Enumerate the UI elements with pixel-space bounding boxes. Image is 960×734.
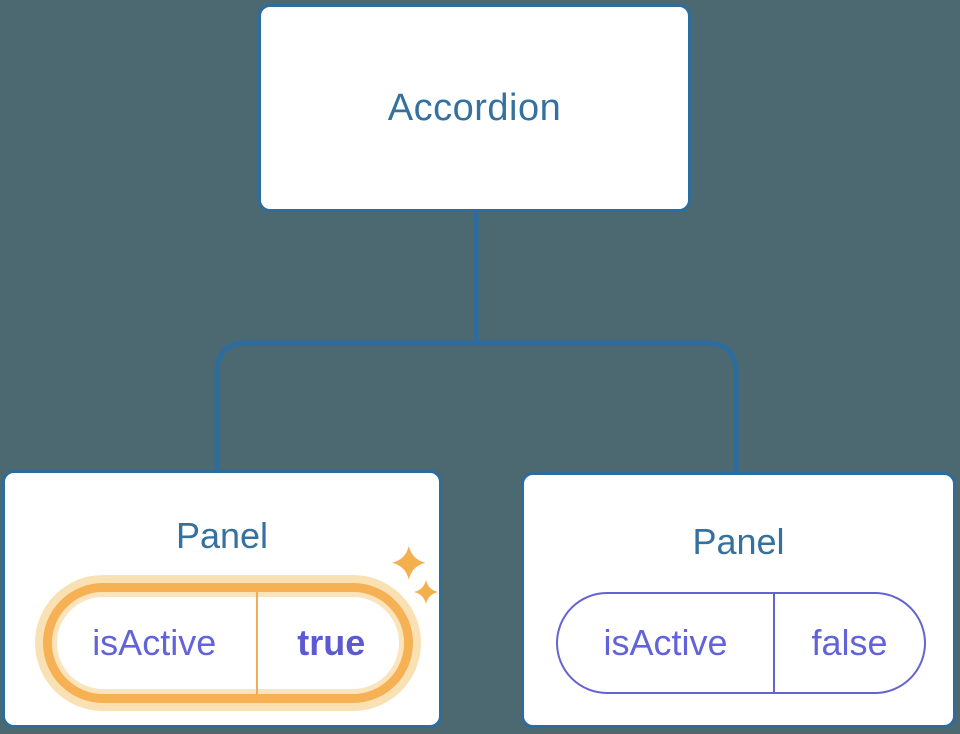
panel-node-active-label: Panel	[175, 515, 269, 556]
panel-node-inactive-label: Panel	[692, 521, 785, 562]
state-prop-name: isActive	[603, 622, 728, 663]
pill-divider	[773, 594, 775, 692]
state-prop-value: false	[811, 622, 888, 663]
state-pill-inactive: isActive false	[556, 592, 926, 694]
panel-node-active: Panel isActive true	[2, 470, 442, 728]
accordion-node: Accordion	[258, 4, 691, 212]
accordion-node-label: Accordion	[387, 86, 562, 129]
state-prop-value: true	[297, 622, 366, 663]
sparkle-large	[392, 546, 426, 580]
connector-branches	[214, 340, 739, 474]
sparkle-icon	[392, 546, 438, 604]
state-prop-name: isActive	[92, 622, 217, 663]
panel-node-inactive: Panel isActive false	[521, 472, 956, 728]
state-pill-active: isActive true	[43, 583, 413, 703]
pill-divider	[256, 592, 259, 694]
sparkle-small	[414, 580, 438, 604]
